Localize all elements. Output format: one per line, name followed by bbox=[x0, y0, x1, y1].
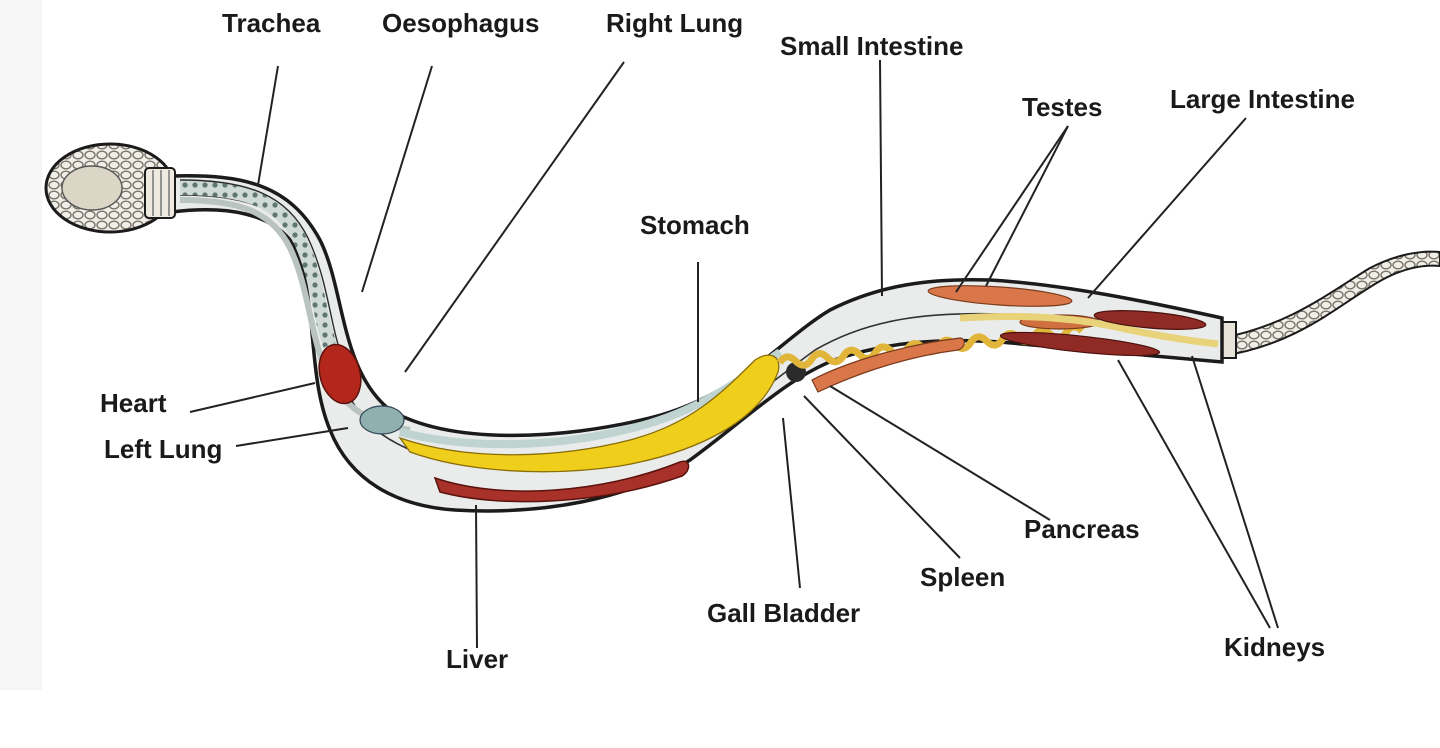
leader-spleen bbox=[803, 395, 961, 559]
heart-organ bbox=[318, 343, 362, 405]
leader-gall-bladder bbox=[782, 417, 801, 589]
snake-body bbox=[44, 142, 1440, 513]
leader-kidneys-1 bbox=[1117, 359, 1271, 629]
label-gall-bladder: Gall Bladder bbox=[707, 598, 860, 628]
left-lung-organ bbox=[359, 405, 405, 435]
leader-testes-2 bbox=[985, 125, 1069, 287]
label-pancreas: Pancreas bbox=[1024, 514, 1140, 544]
left-margin-strip bbox=[0, 0, 42, 690]
snake-snout bbox=[61, 165, 123, 211]
leader-pancreas bbox=[829, 385, 1051, 521]
trachea-outline bbox=[179, 179, 339, 345]
leader-oesophagus bbox=[361, 65, 433, 293]
leader-large-intestine bbox=[1087, 117, 1247, 299]
labels: Trachea Oesophagus Right Lung Small Inte… bbox=[100, 8, 1355, 674]
testes-organ-1 bbox=[927, 285, 1073, 307]
leader-small-intestine bbox=[879, 59, 883, 297]
label-heart: Heart bbox=[100, 388, 167, 418]
leader-kidneys-2 bbox=[1191, 355, 1279, 629]
leader-trachea bbox=[257, 65, 279, 186]
kidney-organ-2 bbox=[999, 331, 1161, 357]
label-large-intestine: Large Intestine bbox=[1170, 84, 1355, 114]
label-kidneys: Kidneys bbox=[1224, 632, 1325, 662]
label-small-intestine: Small Intestine bbox=[780, 31, 964, 61]
label-spleen: Spleen bbox=[920, 562, 1005, 592]
label-trachea: Trachea bbox=[222, 8, 321, 38]
pancreas-organ bbox=[811, 337, 965, 393]
leader-right-lung bbox=[404, 61, 625, 373]
stomach-organ bbox=[398, 354, 780, 473]
leader-liver bbox=[475, 504, 478, 649]
snake-tail bbox=[1221, 250, 1440, 358]
neck-collar bbox=[144, 167, 176, 219]
trachea-tube bbox=[179, 181, 337, 348]
label-stomach: Stomach bbox=[640, 210, 750, 240]
label-testes: Testes bbox=[1022, 92, 1102, 122]
label-oesophagus: Oesophagus bbox=[382, 8, 539, 38]
label-liver: Liver bbox=[446, 644, 508, 674]
liver-organ bbox=[433, 460, 690, 503]
large-intestine-organ bbox=[959, 313, 1219, 348]
label-right-lung: Right Lung bbox=[606, 8, 743, 38]
leader-left-lung bbox=[235, 427, 349, 447]
leader-testes-1 bbox=[955, 125, 1069, 293]
leader-heart bbox=[189, 382, 316, 413]
label-left-lung: Left Lung bbox=[104, 434, 222, 464]
leader-lines bbox=[189, 59, 1279, 649]
kidney-organ-1 bbox=[1093, 310, 1207, 330]
